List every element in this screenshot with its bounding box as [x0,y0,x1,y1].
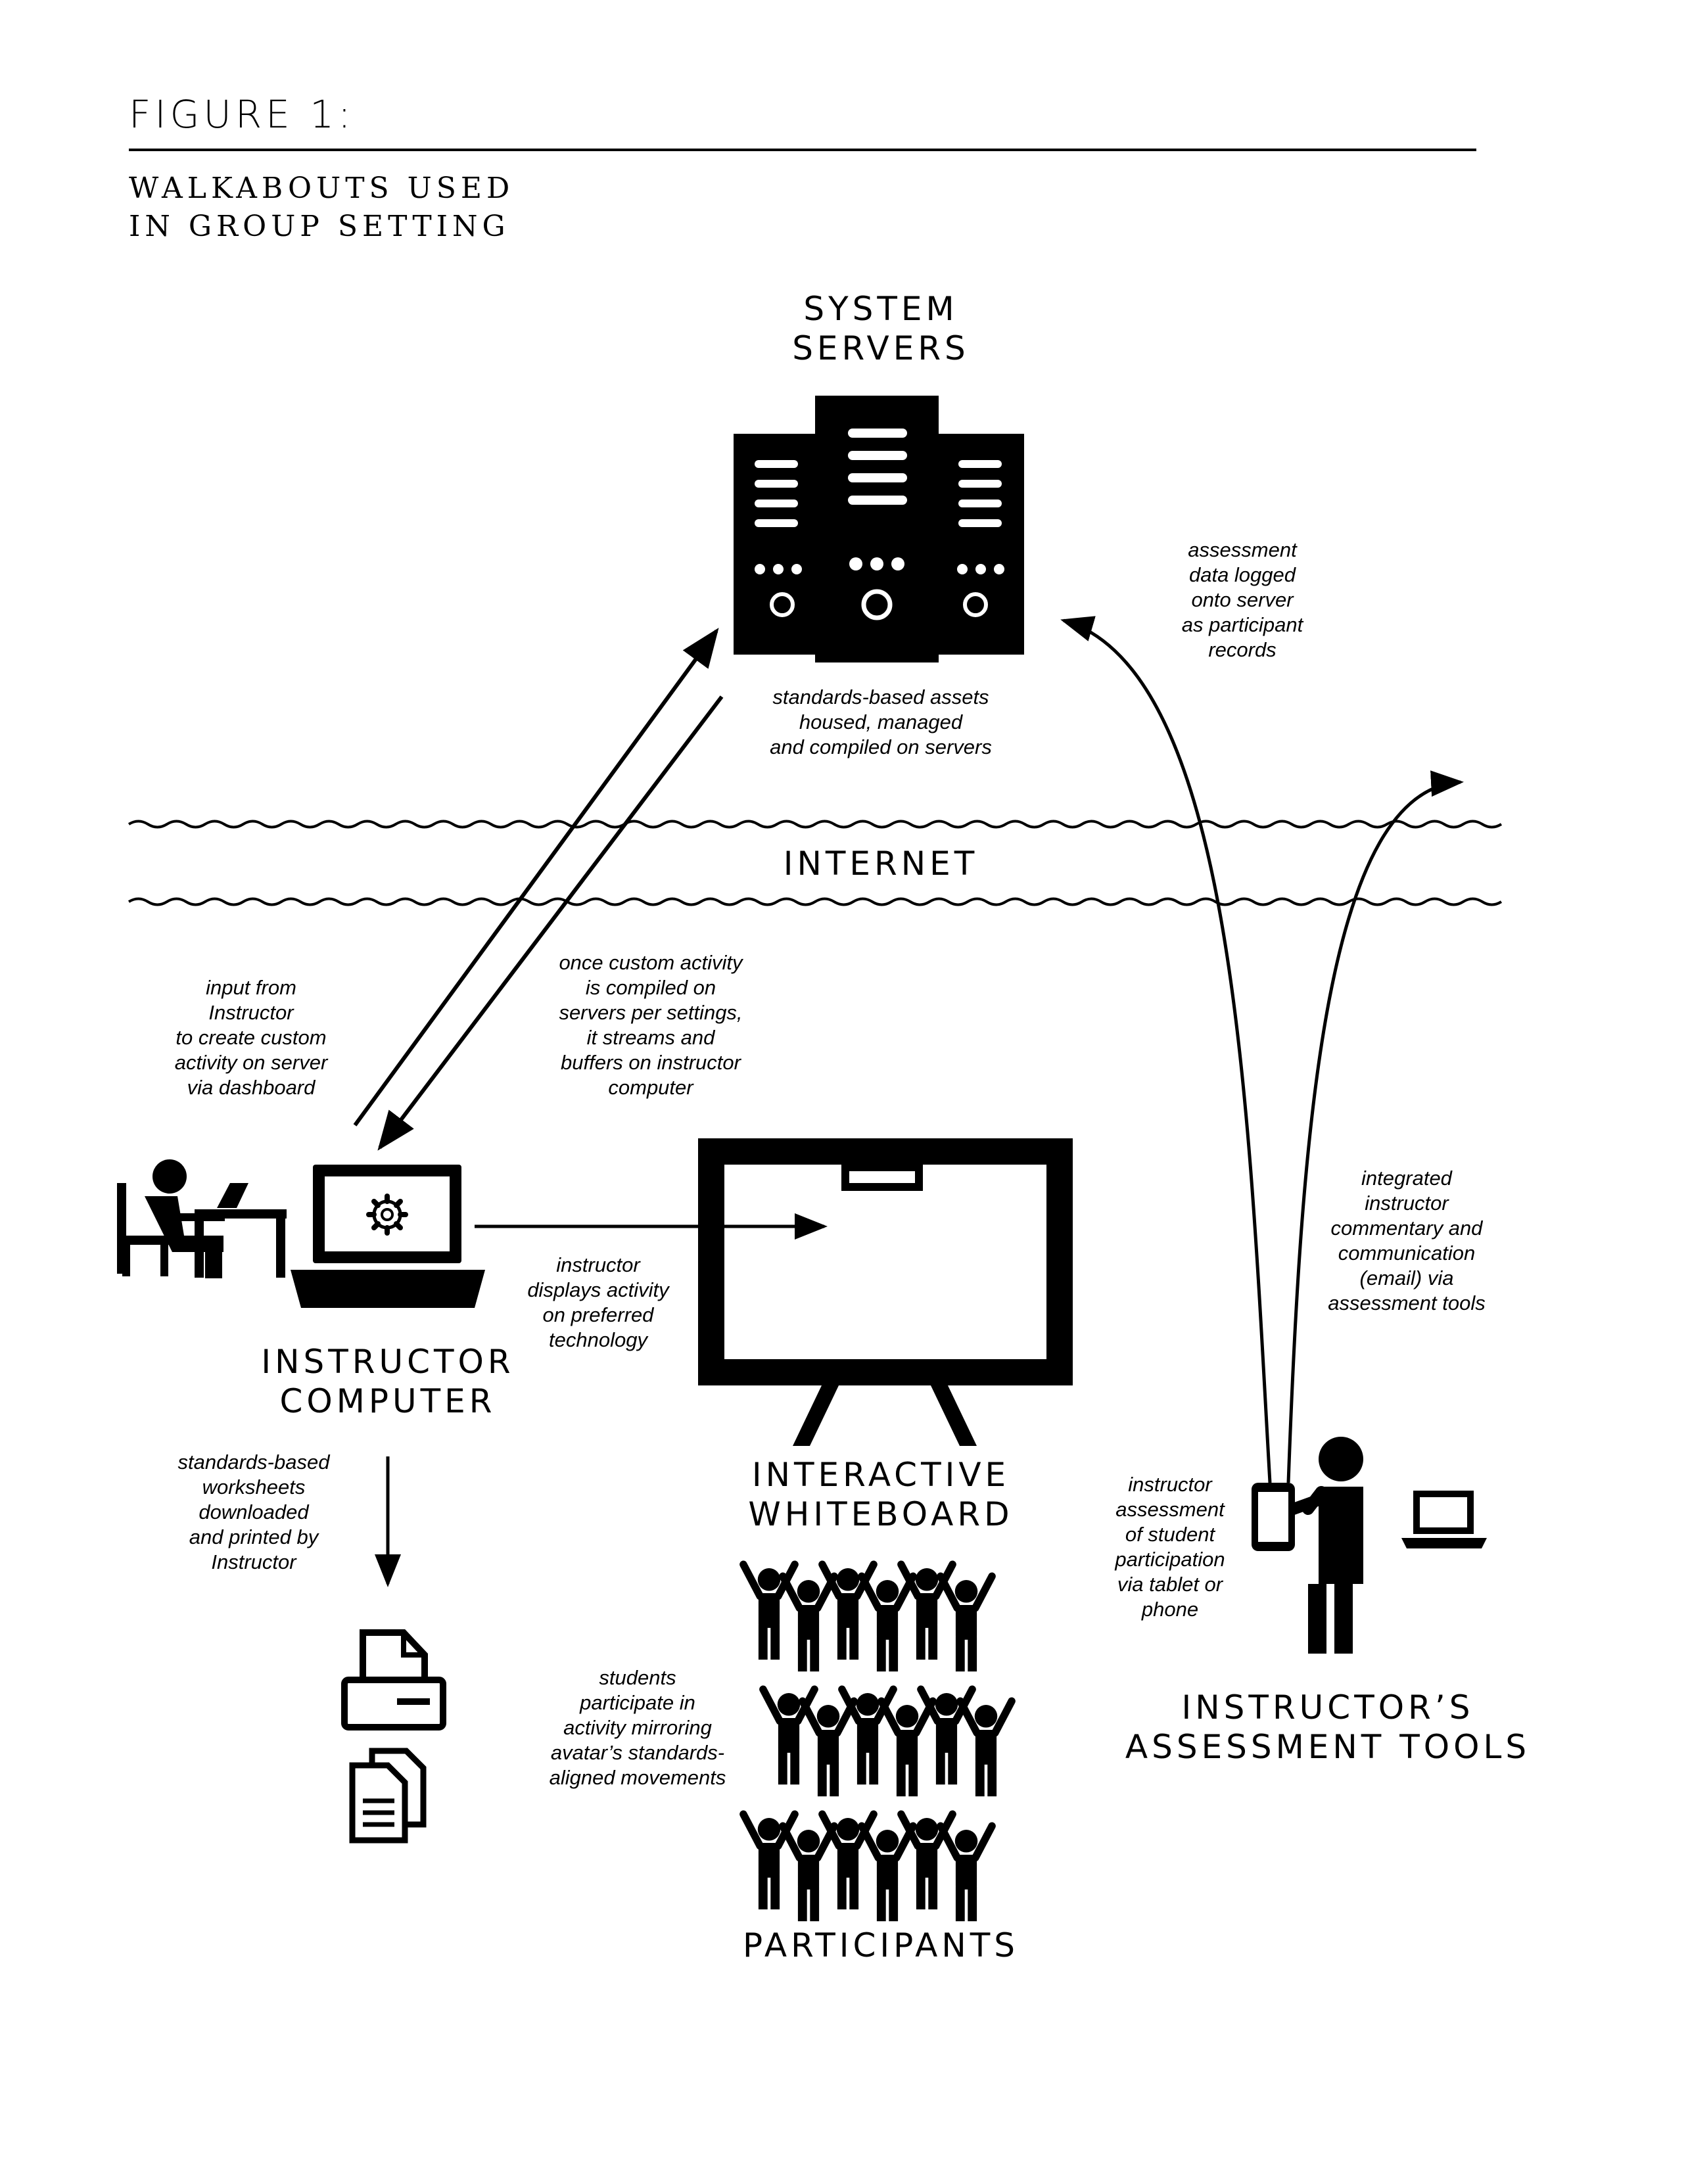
assessment-tools-line1: INSTRUCTOR’S [1181,1688,1474,1727]
note-line: instructor [556,1253,640,1276]
note-assets: standards-based assets housed, managed a… [730,685,1032,760]
note-commentary: integrated instructor commentary and com… [1308,1166,1505,1316]
note-line: phone [1141,1598,1199,1621]
instructor-computer-line2: COMPUTER [279,1382,496,1420]
figure-label: FIGURE 1: [129,92,355,137]
note-line: activity on server [174,1051,328,1074]
note-assessment-student: instructor assessment of student partici… [1078,1472,1262,1622]
note-line: Instructor [208,1001,294,1024]
note-line: as participant [1181,613,1303,636]
arrow-commentary-up [1286,770,1464,1483]
note-line: buffers on instructor [561,1051,741,1074]
note-line: housed, managed [799,710,963,733]
note-displays: instructor displays activity on preferre… [506,1253,690,1353]
subtitle-line2: IN GROUP SETTING [129,210,510,243]
note-line: via dashboard [187,1076,316,1099]
whiteboard-line2: WHITEBOARD [748,1495,1014,1533]
note-line: downloaded [199,1500,309,1523]
note-line: of student [1125,1523,1215,1546]
participant-figure [862,1826,913,1921]
arrow-assessment-to-servers [1060,616,1272,1483]
desk-user-icon [117,1159,287,1278]
note-line: communication [1338,1242,1476,1265]
whiteboard-line1: INTERACTIVE [751,1456,1010,1494]
note-line: records [1208,638,1277,661]
note-line: Instructor [211,1550,296,1573]
note-line: input from [206,976,296,999]
participant-figure [941,1826,992,1921]
note-line: standards-based assets [772,685,989,709]
note-line: it streams and [586,1026,715,1049]
participant-figure [803,1701,854,1796]
participants-label: PARTICIPANTS [742,1926,1020,1964]
note-line: assessment [1115,1498,1225,1521]
note-line: and printed by [189,1525,319,1548]
server-rack-icon [734,396,1024,662]
note-line: aligned movements [549,1766,726,1789]
servers-label-line2: SERVERS [792,329,970,367]
presenter-icon [1284,1437,1363,1654]
note-line: to create custom [176,1026,327,1049]
participant-figure [960,1701,1012,1796]
note-line: via tablet or [1117,1573,1223,1596]
note-line: and compiled on servers [770,735,992,758]
note-line: data logged [1188,563,1296,586]
arrow-to-servers [353,628,719,1127]
note-line: technology [549,1328,647,1351]
instructor-computer-line1: INSTRUCTOR [261,1343,515,1381]
note-line: avatar’s standards- [550,1741,725,1764]
note-line: once custom activity [559,951,743,974]
note-line: commentary and [1330,1217,1483,1240]
assessment-tools-line2: ASSESSMENT TOOLS [1125,1728,1531,1766]
note-line: on preferred [542,1303,654,1326]
arrow-from-servers [377,695,724,1151]
crowd-icon [743,1564,1012,1921]
instructor-computer-label: INSTRUCTOR COMPUTER [223,1342,552,1421]
note-line: displays activity [527,1278,669,1301]
participant-figure [881,1701,933,1796]
note-line: instructor [1128,1473,1212,1496]
servers-label-line1: SYSTEM [803,290,958,328]
note-line: assessment tools [1328,1291,1486,1314]
assessment-tools-label: INSTRUCTOR’S ASSESSMENT TOOLS [1104,1688,1551,1767]
note-line: participation [1115,1548,1225,1571]
note-line: computer [608,1076,693,1099]
note-line: assessment [1188,538,1297,561]
figure-subtitle: WALKABOUTS USED IN GROUP SETTING [129,170,514,246]
note-line: activity mirroring [563,1716,712,1739]
note-worksheets: standards-based worksheets downloaded an… [155,1450,352,1575]
note-students: students participate in activity mirrori… [526,1665,749,1790]
printer-icon [341,1629,446,1731]
participant-figure [783,1826,834,1921]
participant-figure [783,1576,834,1671]
laptop-gear-icon [291,1165,485,1308]
note-line: onto server [1191,588,1294,611]
whiteboard-icon [698,1138,1073,1446]
note-line: students [599,1666,676,1689]
servers-label: SYSTEM SERVERS [730,289,1032,368]
documents-icon [349,1748,427,1844]
whiteboard-label: INTERACTIVE WHITEBOARD [710,1455,1052,1534]
internet-wave-bottom [128,897,1503,906]
note-line: integrated [1361,1167,1452,1190]
note-line: instructor [1365,1192,1449,1215]
subtitle-line1: WALKABOUTS USED [129,172,515,205]
internet-label: INTERNET [783,845,979,883]
note-streams: once custom activity is compiled on serv… [539,950,762,1100]
note-line: is compiled on [585,976,716,999]
note-line: servers per settings, [559,1001,743,1024]
note-input: input from Instructor to create custom a… [152,975,350,1100]
small-laptop-icon [1401,1491,1487,1548]
note-line: worksheets [202,1475,306,1499]
note-line: (email) via [1359,1266,1454,1289]
note-assessment-logged: assessment data logged onto server as pa… [1137,538,1348,662]
note-line: participate in [580,1691,695,1714]
participant-figure [941,1576,992,1671]
participant-figure [862,1576,913,1671]
note-line: standards-based [177,1451,330,1474]
tablet-icon [1252,1483,1295,1551]
internet-wave-top [128,820,1503,829]
